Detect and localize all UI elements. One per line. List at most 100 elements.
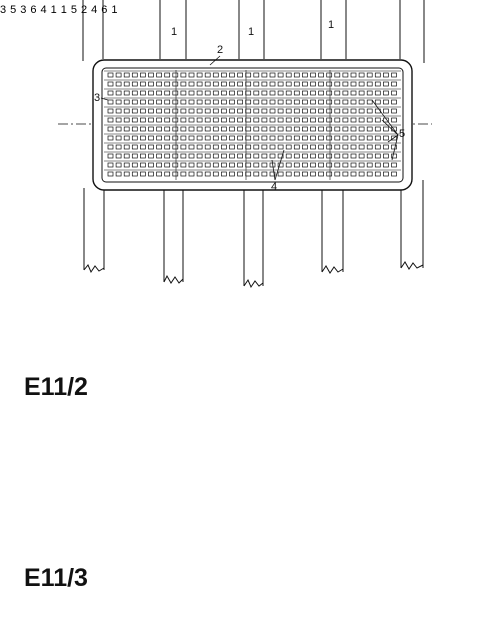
- grille-slot: [131, 171, 138, 177]
- grille-slot: [123, 108, 130, 114]
- grille-slot: [269, 99, 276, 105]
- grille-slot: [391, 144, 397, 150]
- slat-label: 5: [399, 128, 405, 140]
- grille-slot: [172, 117, 179, 123]
- grille-slot: [310, 162, 316, 168]
- grille-slot: [196, 162, 203, 168]
- grille-slot: [326, 72, 333, 78]
- grille-slot: [229, 153, 235, 159]
- grille-slot: [334, 108, 341, 114]
- grille-slot: [374, 144, 381, 150]
- grille-slot: [237, 153, 243, 159]
- grille-slot: [221, 90, 227, 96]
- grille-slot: [261, 108, 268, 114]
- grille-slot: [221, 81, 227, 87]
- grille-slot: [188, 153, 195, 159]
- grille-slot: [237, 144, 243, 150]
- grille-slot: [164, 72, 171, 78]
- block-3: 3 5 3 6 4 1 1: [0, 0, 71, 17]
- grille-slot: [334, 81, 341, 87]
- grille-slot: [261, 90, 268, 96]
- arched-frame-right: 5 2 4 6 1: [71, 0, 118, 17]
- grille-slot: [107, 81, 114, 87]
- grille-slot: [148, 81, 154, 87]
- ground-curve: 5 2 4 6 1: [71, 0, 118, 17]
- grille-slot: [188, 108, 195, 114]
- grille-slot: [269, 153, 276, 159]
- grille-slot: [196, 153, 203, 159]
- grille-slot: [342, 99, 349, 105]
- grille-slot: [391, 81, 397, 87]
- grille-slot: [374, 99, 381, 105]
- grille-slot: [107, 117, 114, 123]
- grille-slot: [140, 90, 146, 96]
- grille-slot: [277, 99, 284, 105]
- grille-slot: [115, 81, 122, 87]
- grille-slot: [188, 90, 195, 96]
- grille-slot: [310, 99, 316, 105]
- block-2: 3 5 3 6 4 1 1: [0, 0, 71, 17]
- grille-slot: [261, 144, 268, 150]
- grille-slot: [140, 81, 146, 87]
- grille-slot: [156, 153, 162, 159]
- grille-slot: [374, 162, 381, 168]
- grille-slot: [253, 126, 260, 132]
- grille-slot: [156, 126, 162, 132]
- grille-slot: [261, 126, 268, 132]
- grille-slot: [318, 171, 324, 177]
- grille-slot: [188, 117, 195, 123]
- grille-slot: [107, 90, 114, 96]
- grille-slot: [277, 162, 284, 168]
- grille-slot: [221, 108, 227, 114]
- grille-slot: [350, 171, 357, 177]
- grille-slot: [269, 90, 276, 96]
- grille-slot: [261, 135, 268, 141]
- grille-slot: [302, 126, 308, 132]
- grille-slot: [237, 72, 243, 78]
- grille-slot: [391, 153, 397, 159]
- grille-slot: [318, 108, 324, 114]
- grille-slot: [204, 81, 211, 87]
- grille-slot: [229, 99, 235, 105]
- grille-slot: [245, 72, 252, 78]
- grille-slot: [366, 135, 373, 141]
- grille-slot: [350, 72, 357, 78]
- grille-slot: [156, 144, 162, 150]
- grille-slot: [310, 81, 316, 87]
- grille-slot: [212, 162, 219, 168]
- grille-slot: [285, 117, 292, 123]
- grille-slot: [391, 99, 397, 105]
- grille-slot: [342, 90, 349, 96]
- surface-left: 3 5 3 6 4 1 1: [0, 0, 71, 17]
- grille-slot: [350, 135, 357, 141]
- grille-slot: [140, 99, 146, 105]
- grille-slot: [326, 135, 333, 141]
- grille-slot: [196, 117, 203, 123]
- grille-slot: [212, 144, 219, 150]
- grille-slot: [164, 99, 171, 105]
- arched-grille: 5 2 4 6 1: [71, 0, 118, 17]
- grille-slot: [277, 153, 284, 159]
- grille-slot: [310, 72, 316, 78]
- grille-slot: [107, 126, 114, 132]
- section-e113: 5 2 4 6 1: [71, 0, 118, 17]
- grille-slot: [115, 135, 122, 141]
- grille-slot: [253, 108, 260, 114]
- grille-slot: [107, 171, 114, 177]
- grille-slot: [180, 72, 187, 78]
- grille-slot: [221, 99, 227, 105]
- grille-slot: [156, 162, 162, 168]
- grille-slot: [245, 144, 252, 150]
- grille-slot: [326, 171, 333, 177]
- grille-slot: [383, 81, 389, 87]
- grille-slot: [221, 126, 227, 132]
- grille-slot: [156, 90, 162, 96]
- grille-slot: [221, 153, 227, 159]
- figure-heading-e113: E11/3: [24, 564, 88, 592]
- grille-slot: [131, 162, 138, 168]
- grille-slot: [148, 108, 154, 114]
- grille-slot: [374, 72, 381, 78]
- grille-slot: [342, 162, 349, 168]
- grille-slot: [302, 90, 308, 96]
- grille-slot: [350, 99, 357, 105]
